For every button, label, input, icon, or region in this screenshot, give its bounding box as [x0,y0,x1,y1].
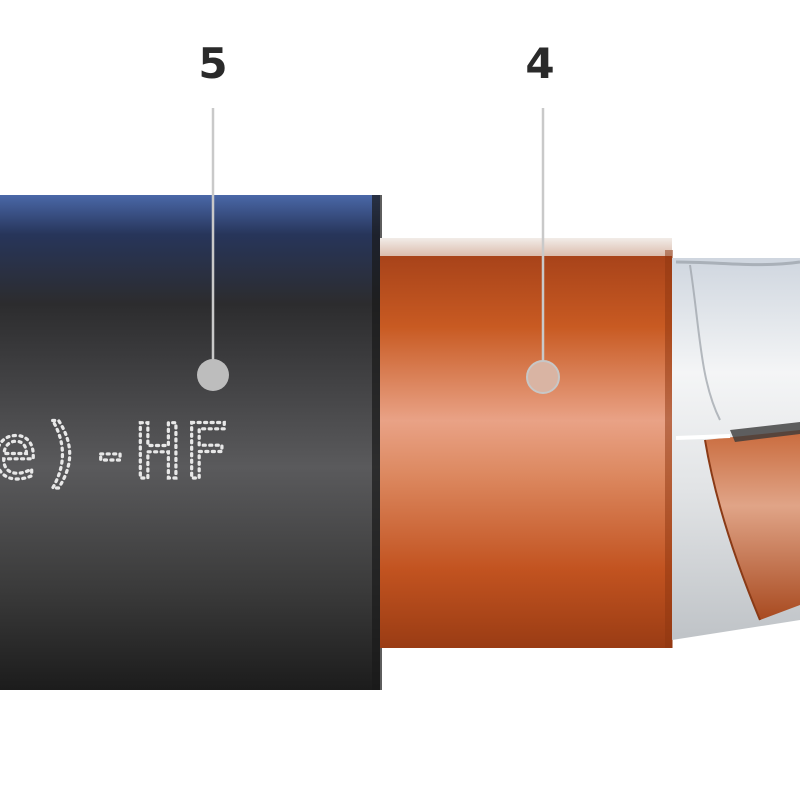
callout-5-marker [197,359,229,391]
callout-4-marker [526,360,560,394]
copper-tape [675,422,800,621]
callout-5-number: 5 [198,39,227,88]
callout-4-number: 4 [525,39,554,88]
sheath-print-text: e)-HF [0,407,231,496]
inner-sheath [380,238,673,648]
outer-sheath [0,195,382,690]
